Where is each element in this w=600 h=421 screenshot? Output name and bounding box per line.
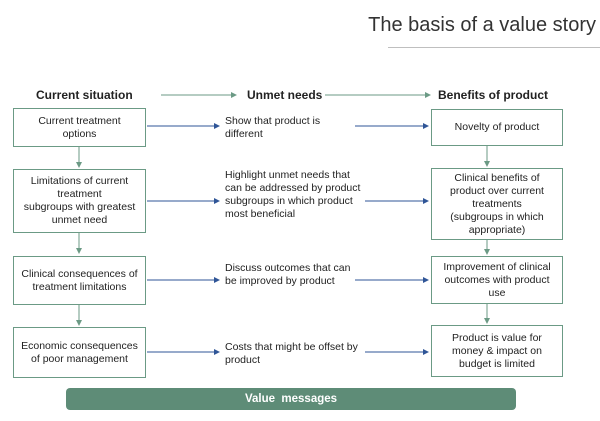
title-divider bbox=[388, 47, 600, 48]
right-box-clinical-benefits: Clinical benefits of product over curren… bbox=[431, 168, 563, 240]
middle-text-costs-offset: Costs that might be offset by product bbox=[225, 341, 358, 366]
middle-text-discuss-outcomes: Discuss outcomes that can be improved by… bbox=[225, 262, 351, 287]
right-box-1-text: Novelty of product bbox=[454, 121, 540, 133]
left-box-1-text: Current treatment options bbox=[38, 114, 121, 140]
right-box-3-text: Improvement of clinical outcomes with pr… bbox=[443, 260, 551, 299]
page-title: The basis of a value story bbox=[368, 14, 596, 36]
right-box-novelty: Novelty of product bbox=[431, 109, 563, 146]
value-messages-bar: Value messages bbox=[66, 388, 516, 410]
left-box-economic-consequences: Economic consequences of poor management bbox=[13, 327, 146, 378]
header-benefits-of-product: Benefits of product bbox=[438, 88, 548, 102]
middle-text-show-different: Show that product is different bbox=[225, 115, 321, 140]
left-box-clinical-consequences: Clinical consequences of treatment limit… bbox=[13, 256, 146, 305]
middle-text-highlight-unmet: Highlight unmet needs that can be addres… bbox=[225, 169, 361, 220]
header-current-situation: Current situation bbox=[36, 88, 133, 102]
right-box-improvement-outcomes: Improvement of clinical outcomes with pr… bbox=[431, 256, 563, 304]
left-box-3-text: Clinical consequences of treatment limit… bbox=[21, 267, 138, 293]
left-box-2-text: Limitations of current treatment subgrou… bbox=[23, 175, 136, 226]
header-unmet-needs: Unmet needs bbox=[247, 88, 323, 102]
right-box-4-text: Product is value for money & impact on b… bbox=[452, 331, 542, 370]
left-box-limitations: Limitations of current treatment subgrou… bbox=[13, 169, 146, 233]
left-box-current-treatment: Current treatment options bbox=[13, 108, 146, 147]
right-box-value-for-money: Product is value for money & impact on b… bbox=[431, 325, 563, 377]
left-box-4-text: Economic consequences of poor management bbox=[21, 339, 138, 365]
right-box-2-text: Clinical benefits of product over curren… bbox=[450, 171, 544, 236]
